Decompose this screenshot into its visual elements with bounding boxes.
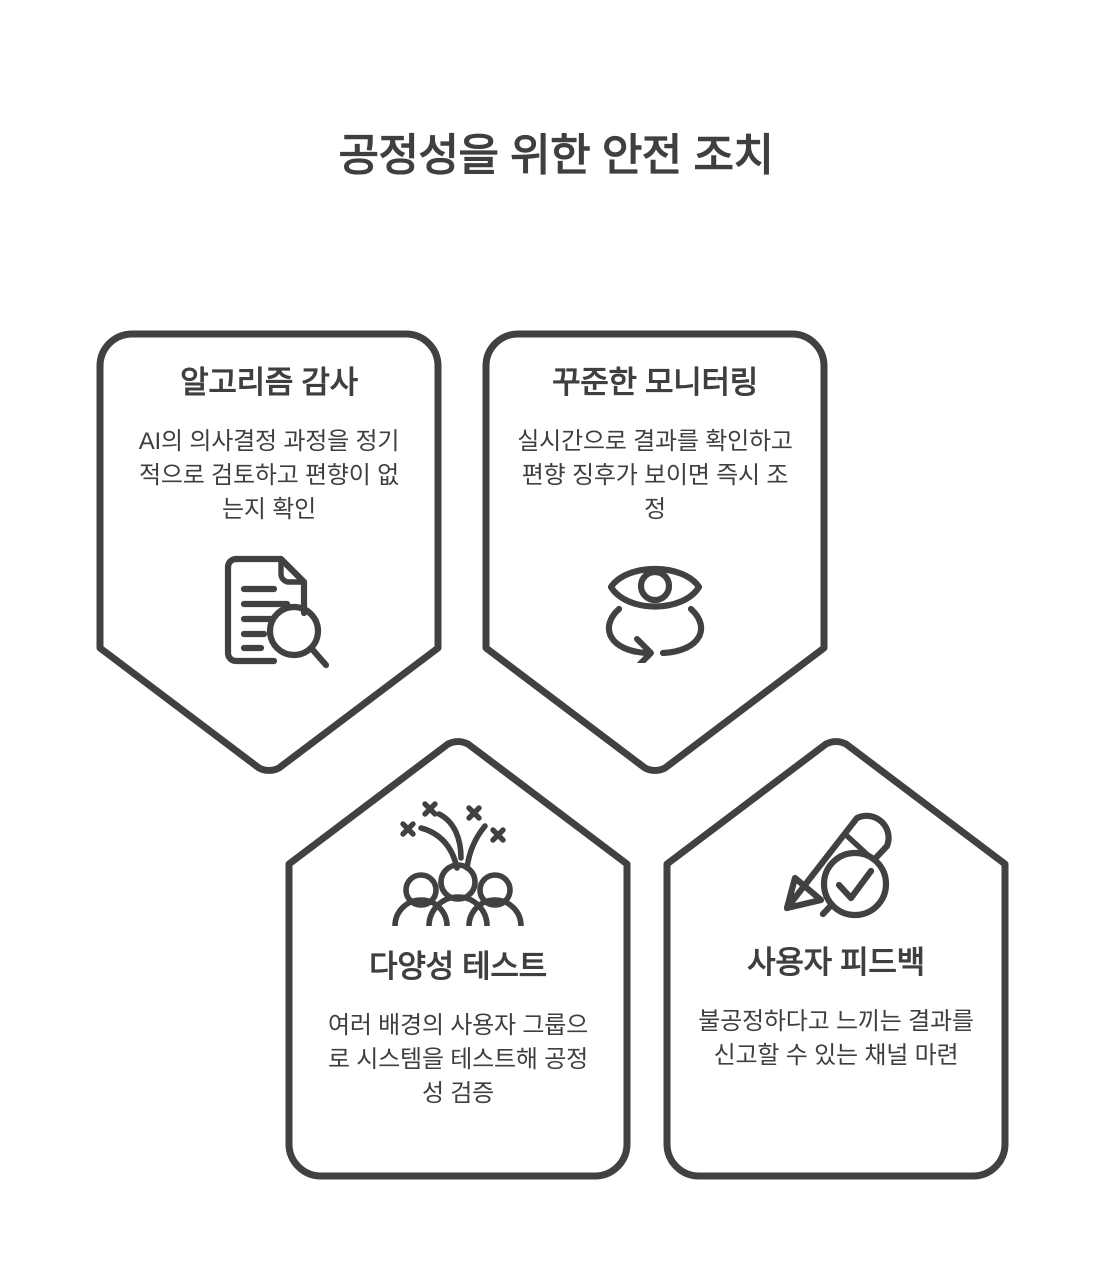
card-diversity-testing[interactable]: 다양성 테스트 여러 배경의 사용자 그룹으로 시스템을 테스트해 공정성 검증 [285,738,631,1180]
card-shape-house-up [285,738,631,1180]
card-description: 불공정하다고 느끼는 결과를 신고할 수 있는 채널 마련 [698,1007,974,1069]
card-description: AI의 의사결정 과정을 정기적으로 검토하고 편향이 없는지 확인 [138,427,400,523]
card-user-feedback[interactable]: 사용자 피드백 불공정하다고 느끼는 결과를 신고할 수 있는 채널 마련 [663,738,1009,1180]
card-content: 꾸준한 모니터링 실시간으로 결과를 확인하고 편향 징후가 보이면 즉시 조정 [482,330,828,722]
document-search-icon [206,553,332,675]
card-content: 사용자 피드백 불공정하다고 느끼는 결과를 신고할 수 있는 채널 마련 [663,738,1009,1180]
pencil-check-icon [773,796,899,922]
eye-refresh-icon [593,553,717,663]
card-shape-banner-down [482,330,828,774]
card-content: 알고리즘 감사 AI의 의사결정 과정을 정기적으로 검토하고 편향이 없는지 … [96,330,442,722]
card-description: 실시간으로 결과를 확인하고 편향 징후가 보이면 즉시 조정 [517,427,793,523]
card-heading: 다양성 테스트 [369,949,547,984]
card-shape-banner-down [96,330,442,774]
card-continuous-monitoring[interactable]: 꾸준한 모니터링 실시간으로 결과를 확인하고 편향 징후가 보이면 즉시 조정 [482,330,828,776]
card-heading: 사용자 피드백 [747,945,925,980]
card-algorithm-audit[interactable]: 알고리즘 감사 AI의 의사결정 과정을 정기적으로 검토하고 편향이 없는지 … [96,330,442,776]
people-group-celebration-icon [391,796,525,926]
card-shape-house-up [663,738,1009,1180]
card-heading: 알고리즘 감사 [180,365,358,400]
card-heading: 꾸준한 모니터링 [552,365,758,400]
card-description: 여러 배경의 사용자 그룹으로 시스템을 테스트해 공정성 검증 [327,1011,589,1107]
card-content: 다양성 테스트 여러 배경의 사용자 그룹으로 시스템을 테스트해 공정성 검증 [285,738,631,1180]
page-title: 공정성을 위한 안전 조치 [338,131,774,180]
